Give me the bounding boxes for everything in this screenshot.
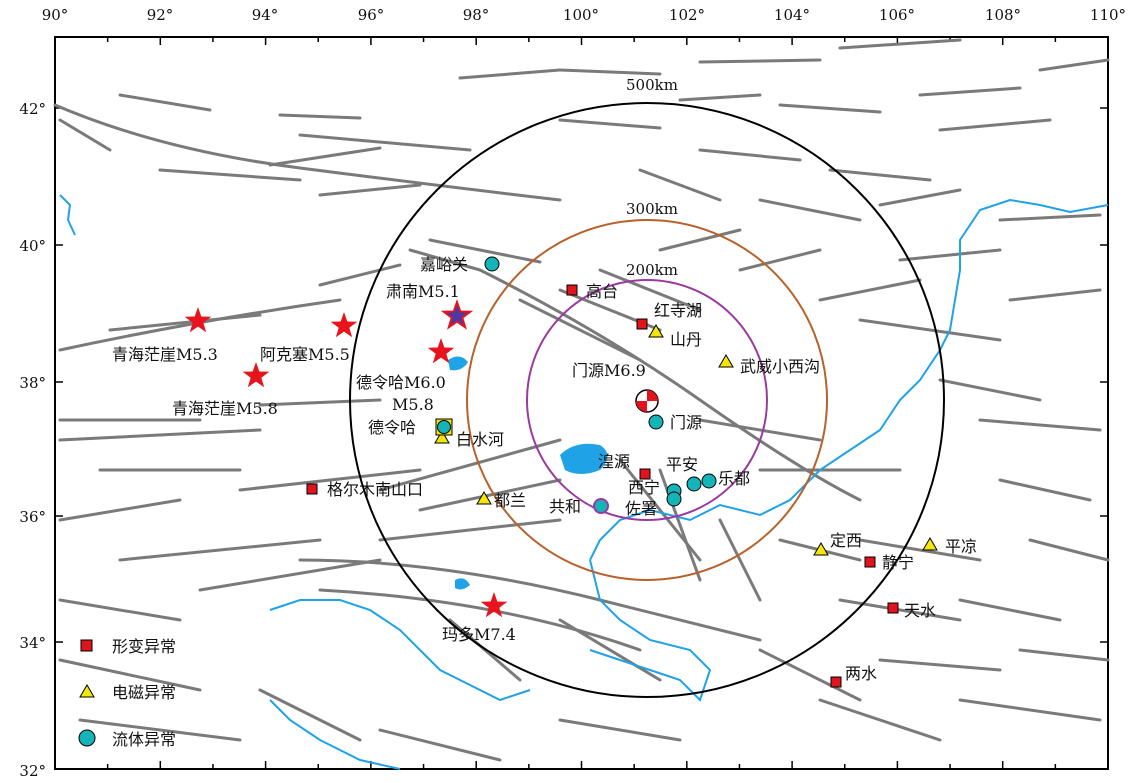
- site-label: 德令哈: [368, 418, 416, 437]
- lon-tick-label: 94°: [252, 6, 279, 24]
- site-label: 平凉: [945, 537, 977, 556]
- electromagnetic-marker: [434, 430, 450, 444]
- earthquake-star-icon: [184, 307, 212, 333]
- site-label: 湟源: [598, 452, 630, 471]
- ring-300km-label: 300km: [626, 200, 678, 218]
- electromagnetic-sites: 山丹 武威小西沟 白水河 都兰 定西 平凉: [434, 324, 977, 556]
- lat-tick-labels: 42° 40° 38° 36° 34° 32°: [19, 100, 46, 780]
- lon-tick-labels: 90° 92° 94° 96° 98° 100° 102° 104° 106° …: [42, 6, 1126, 24]
- electromagnetic-marker: [718, 354, 734, 368]
- site-label: 红寺湖: [654, 301, 702, 320]
- ring-200km-label: 200km: [626, 261, 678, 279]
- site-label: 乐都: [718, 469, 750, 488]
- site-label: 两水: [845, 664, 877, 683]
- lat-tick-label: 42°: [19, 100, 46, 118]
- lon-tick-label: 92°: [147, 6, 174, 24]
- lat-tick-label: 36°: [19, 508, 46, 526]
- map-frame: [54, 36, 1109, 770]
- lon-tick-label: 90°: [42, 6, 69, 24]
- site-label: 武威小西沟: [740, 357, 820, 376]
- water-bodies: [59, 194, 1109, 770]
- site-label: 天水: [904, 601, 936, 620]
- ring-200km: [526, 279, 768, 521]
- legend-electromagnetic-label: 电磁异常: [112, 683, 176, 702]
- electromagnetic-marker: [648, 324, 664, 338]
- site-label: 山丹: [670, 330, 702, 349]
- site-label: 嘉峪关: [420, 255, 468, 274]
- electromagnetic-marker: [476, 491, 492, 505]
- site-label: 共和: [549, 497, 581, 516]
- site-label: 门源: [670, 413, 702, 432]
- earthquake-label: 阿克塞M5.5: [260, 345, 350, 364]
- deformation-marker: [887, 602, 899, 614]
- earthquake-star-icon: [480, 592, 508, 618]
- site-label: 西宁: [628, 478, 660, 497]
- lon-tick-label: 100°: [563, 6, 599, 24]
- legend-deformation-label: 形变异常: [112, 637, 176, 656]
- site-label: 都兰: [494, 491, 526, 510]
- lat-tick-label: 34°: [19, 634, 46, 652]
- focal-mechanism-icon: [635, 389, 659, 413]
- lon-tick-label: 110°: [1090, 6, 1126, 24]
- site-label: 佐署: [625, 499, 657, 518]
- deformation-marker: [636, 318, 648, 330]
- fluid-marker: [593, 498, 609, 514]
- deformation-marker: [864, 556, 876, 568]
- ring-500km: [349, 102, 945, 698]
- earthquake-star-icon: [440, 298, 474, 330]
- epicenter-label: 门源M6.9: [572, 361, 646, 380]
- site-label: 平安: [666, 455, 698, 474]
- fluid-marker: [666, 491, 682, 507]
- legend-fluid-icon: [78, 729, 96, 747]
- earthquake-label: 肃南M5.1: [386, 282, 460, 301]
- deformation-marker: [830, 676, 842, 688]
- lon-tick-label: 96°: [358, 6, 385, 24]
- lon-tick-label: 108°: [985, 6, 1021, 24]
- lat-tick-label: 32°: [19, 762, 46, 780]
- fluid-marker: [686, 476, 702, 492]
- ring-300km: [466, 219, 828, 581]
- earthquake-label: 德令哈M6.0: [356, 373, 446, 392]
- earthquake-star-icon: [242, 362, 270, 388]
- lon-tick-label: 102°: [669, 6, 705, 24]
- deformation-marker: [639, 468, 651, 480]
- lon-tick-label: 104°: [774, 6, 810, 24]
- fluid-sites: 嘉峪关 门源 德令哈 平安 乐都 西宁 佐署 共和: [368, 255, 750, 518]
- deformation-marker: [566, 284, 578, 296]
- lon-tick-label: 98°: [463, 6, 490, 24]
- legend-fluid-label: 流体异常: [112, 730, 176, 749]
- site-label: 白水河: [456, 430, 504, 449]
- site-label: 格尔木南山口: [327, 480, 423, 499]
- earthquake-label-extra: M5.8: [392, 395, 434, 414]
- legend-deformation-icon: [80, 639, 93, 652]
- earthquake-stars: 青海茫崖M5.3 阿克塞M5.5 青海茫崖M5.8 德令哈M6.0 M5.8 肃…: [112, 282, 516, 644]
- lat-tick-label: 38°: [19, 374, 46, 392]
- legend: 形变异常 电磁异常 流体异常: [78, 637, 176, 749]
- site-label: 定西: [830, 531, 862, 550]
- deformation-marker: [306, 483, 318, 495]
- earthquake-label: 青海茫崖M5.3: [112, 345, 218, 364]
- legend-electromagnetic-icon: [79, 684, 95, 698]
- fluid-marker: [648, 414, 664, 430]
- earthquake-star-icon: [330, 312, 358, 338]
- lon-tick-label: 106°: [879, 6, 915, 24]
- site-label: 高台: [586, 282, 618, 301]
- deformation-sites: 高台 红寺湖 湟源 格尔木南山口 静宁 天水 两水: [306, 282, 936, 688]
- site-label: 静宁: [882, 553, 914, 572]
- fault-lines: [53, 38, 1110, 762]
- ring-500km-label: 500km: [626, 76, 678, 94]
- electromagnetic-marker: [922, 537, 938, 551]
- electromagnetic-marker: [813, 542, 829, 556]
- fluid-marker: [484, 256, 500, 272]
- earthquake-label: 玛多M7.4: [442, 625, 516, 644]
- lat-tick-label: 40°: [19, 237, 46, 255]
- earthquake-label: 青海茫崖M5.8: [172, 399, 278, 418]
- earthquake-star-icon: [427, 338, 455, 364]
- fluid-marker: [701, 473, 717, 489]
- fluid-marker: [437, 420, 451, 434]
